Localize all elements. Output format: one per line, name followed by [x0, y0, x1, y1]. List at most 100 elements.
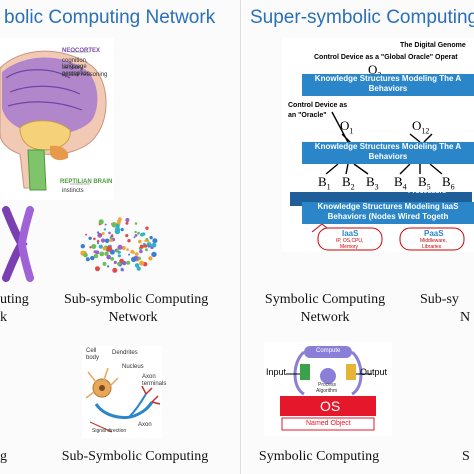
network-node-dot — [95, 266, 100, 272]
neuron-axon-terminals-1: Axon — [142, 374, 156, 380]
network-node-dot — [137, 256, 141, 260]
network-node-dot — [98, 244, 103, 249]
node-b4: B4 — [394, 174, 407, 192]
node-b1-sub: 1 — [326, 182, 331, 192]
processors-label: Processors — [408, 188, 447, 195]
network-node-dot — [121, 246, 126, 250]
network-node-dot — [99, 233, 103, 237]
network-node-dot — [101, 232, 105, 235]
network-node-dot — [111, 222, 117, 228]
network-node-dot — [125, 221, 129, 225]
network-node-dot — [102, 246, 107, 251]
network-node-dot — [145, 237, 149, 241]
node-b3: B3 — [366, 174, 379, 192]
network-node-dot — [108, 231, 111, 235]
reptilian-label: REPTILIAN BRAIN — [60, 179, 113, 185]
network-node-dot — [106, 246, 113, 252]
symbolic-computing-panel: Compute Input Output Process Algorithm O… — [264, 342, 392, 436]
network-node-dot — [132, 251, 136, 254]
node-b4-sub: 4 — [402, 182, 407, 192]
knowledge-bar-iaas-line2: Behaviors (Nodes Wired Togeth — [327, 212, 449, 221]
neuron-dendrites: Dendrites — [112, 350, 138, 356]
network-node-dot — [127, 239, 131, 243]
process-label-2: Algorithm — [316, 388, 338, 394]
network-node-dot — [103, 228, 107, 231]
network-node-dot — [80, 244, 85, 249]
network-node-dot — [99, 251, 105, 257]
label-row2-col1: g — [0, 449, 7, 464]
network-node-dot — [104, 223, 107, 226]
neuron-illustration — [85, 367, 161, 433]
network-node-dot — [117, 261, 121, 266]
network-node-dot — [131, 256, 137, 263]
network-node-dot — [106, 254, 111, 260]
network-node-dot — [152, 238, 158, 244]
network-node-dot — [144, 248, 148, 252]
node-b2: B2 — [342, 174, 355, 192]
neocortex-desc-2: sensory perception, — [62, 65, 92, 77]
paas-desc-1: Middleware, — [420, 238, 447, 244]
network-node-dot — [125, 234, 129, 238]
network-node-dot — [117, 254, 121, 258]
network-node-dot — [141, 232, 146, 236]
node-b2-sub: 2 — [350, 182, 355, 192]
neocortex-label: NEOCORTEX — [62, 48, 101, 54]
network-node-dot — [120, 228, 124, 232]
node-b6-sub: 6 — [450, 182, 455, 192]
right-header: Super-symbolic Computing — [250, 7, 474, 28]
network-node-dot — [104, 251, 109, 256]
iaas-title: IaaS — [342, 229, 359, 238]
reptilian-desc: instincts — [62, 188, 84, 194]
network-node-dot — [115, 223, 120, 228]
network-node-dot — [137, 231, 140, 235]
label-row1-col2-line1: Sub-symbolic Computing — [64, 292, 209, 307]
label-row1-col3-line2: Network — [300, 310, 350, 325]
neuron-cell-body-1: Cell — [86, 348, 97, 354]
network-node-dot — [136, 266, 141, 271]
knowledge-bar-top-line2: Behaviors — [368, 84, 408, 93]
label-row1-col3-line1: Symbolic Computing — [264, 292, 386, 307]
node-b4-letter: B — [394, 174, 403, 189]
node-o1-letter: O — [340, 118, 350, 133]
node-b6: B6 — [442, 174, 455, 192]
node-b3-sub: 3 — [374, 182, 379, 192]
node-o1-sub: 1 — [349, 126, 354, 136]
network-node-dot — [91, 244, 97, 249]
network-node-dot — [117, 250, 121, 254]
digital-genome-panel: The Digital Genome Control Device as a "… — [282, 38, 474, 252]
network-node-dot — [149, 235, 153, 240]
paas-title: PaaS — [424, 229, 444, 238]
node-b6-letter: B — [442, 174, 451, 189]
network-node-dot — [112, 267, 118, 273]
oracle-label-2: an "Oracle" — [288, 112, 327, 119]
network-node-dot — [125, 218, 130, 222]
global-oracle-label: Control Device as a "Global Oracle" Oper… — [314, 54, 458, 61]
neocortex-desc-3: spatial reasoning — [62, 72, 108, 78]
network-node-dot — [121, 268, 124, 272]
neuron-cell-body-2: body — [86, 355, 100, 361]
brain-illustration — [0, 50, 107, 191]
named-object-label: Named Object — [306, 420, 351, 427]
process-label-1: Process — [318, 382, 337, 388]
genome-arrows — [290, 81, 472, 251]
network-node-dot — [107, 265, 110, 268]
network-node-dot — [143, 262, 148, 267]
network-node-dot — [90, 255, 95, 261]
genome-title: The Digital Genome — [400, 42, 466, 49]
label-row2-col2: Sub-Symbolic Computing — [61, 449, 209, 464]
symbolic-computing-illustration — [280, 346, 376, 431]
node-b1: B1 — [318, 174, 331, 192]
network-node-dot — [145, 226, 149, 230]
node-b3-letter: B — [366, 174, 375, 189]
network-node-dot — [121, 262, 125, 265]
knowledge-bar-middle-line2: Behaviors — [368, 152, 408, 161]
neuron-nucleus: Nucleus — [122, 364, 144, 370]
network-node-dot — [147, 245, 151, 248]
node-b5-sub: 5 — [426, 182, 431, 192]
network-node-dot — [134, 234, 138, 237]
network-node-dot — [83, 252, 88, 258]
network-node-dot — [88, 236, 92, 240]
network-node-dot — [102, 261, 107, 266]
neuron-signal-direction: Signal direction — [92, 428, 127, 434]
neuron-axon: Axon — [138, 422, 152, 428]
